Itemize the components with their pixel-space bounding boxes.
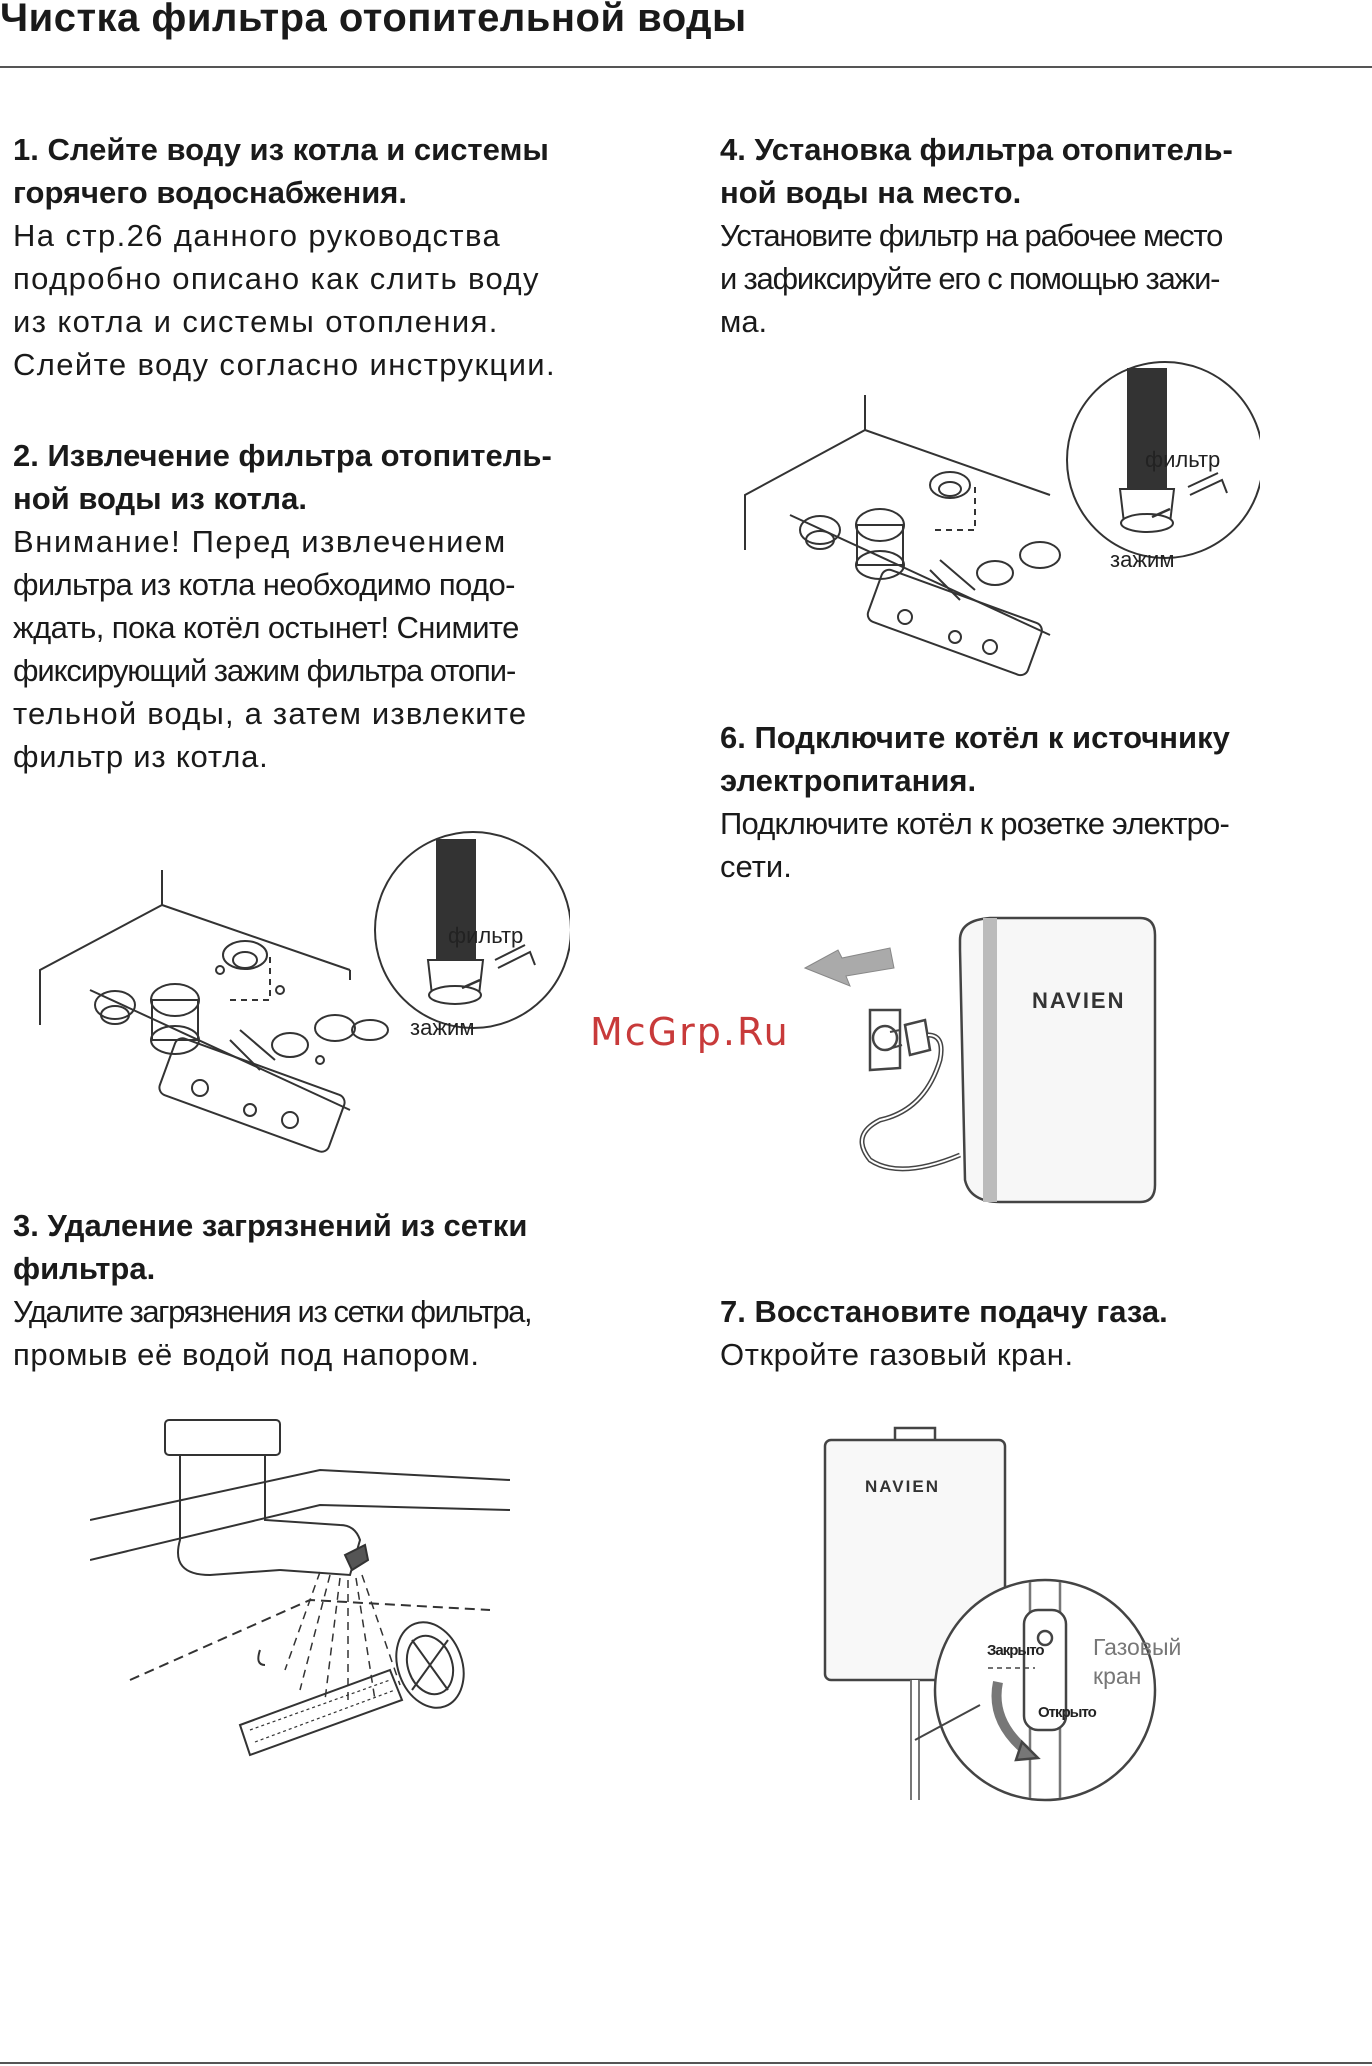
body-line: Откройте газовый кран. bbox=[720, 1337, 1074, 1372]
body-line: фильтра из котла необходимо подо- bbox=[13, 567, 515, 602]
gas-valve-illustration: NAVIEN Закрыто Открыто Газовый кран bbox=[823, 1426, 1181, 1802]
step-2-body: Внимание! Перед извлечением фильтра из к… bbox=[13, 520, 613, 778]
step-6: 6. Подключите котёл к источнику электроп… bbox=[720, 716, 1320, 888]
body-line: На стр.26 данного руководства bbox=[13, 218, 502, 253]
step-6-body: Подключите котёл к розетке электро- сети… bbox=[720, 802, 1320, 888]
heading-line: 4. Установка фильтра отопитель- bbox=[720, 132, 1233, 167]
body-line: сети. bbox=[720, 849, 792, 884]
body-line: подробно описано как слить воду bbox=[13, 261, 540, 296]
valve-closed-label: Закрыто bbox=[987, 1642, 1044, 1659]
valve-name-line-2: кран bbox=[1093, 1663, 1141, 1689]
body-line: фильтр из котла. bbox=[13, 739, 269, 774]
body-line: Подключите котёл к розетке электро- bbox=[720, 806, 1230, 841]
filter-label: фильтр bbox=[1145, 447, 1220, 472]
filter-rinsing-illustration bbox=[90, 1419, 510, 1757]
step-4-body: Установите фильтр на рабочее место и заф… bbox=[720, 214, 1320, 343]
page-title: Чистка фильтра отопительной воды bbox=[0, 0, 747, 40]
step-1: 1. Слейте воду из котла и системы горяче… bbox=[13, 128, 613, 386]
power-connection-illustration: NAVIEN bbox=[803, 916, 1157, 1204]
body-line: фиксирующий зажим фильтра отопи- bbox=[13, 653, 516, 688]
valve-name-line-1: Газовый bbox=[1093, 1634, 1181, 1660]
step-3: 3. Удаление загрязнений из сетки фильтра… bbox=[13, 1204, 613, 1376]
heading-line: горячего водоснабжения. bbox=[13, 175, 407, 210]
body-line: Внимание! Перед извлечением bbox=[13, 524, 507, 559]
heading-line: ной воды из котла. bbox=[13, 481, 307, 516]
watermark: McGrp.Ru bbox=[590, 1010, 790, 1054]
body-line: и зафиксируйте его с помощью зажи- bbox=[720, 261, 1221, 296]
body-line: тельной воды, а затем извлеките bbox=[13, 696, 528, 731]
step-7: 7. Восстановите подачу газа. Откройте га… bbox=[720, 1290, 1320, 1376]
body-line: ма. bbox=[720, 304, 768, 339]
step-7-body: Откройте газовый кран. bbox=[720, 1333, 1320, 1376]
body-line: Удалите загрязнения из сетки фильтра, bbox=[13, 1294, 533, 1329]
body-line: промыв её водой под напором. bbox=[13, 1337, 480, 1372]
step-2-heading: 2. Извлечение фильтра отопитель- ной вод… bbox=[13, 434, 613, 520]
clamp-label: зажим bbox=[1110, 547, 1174, 572]
heading-line: фильтра. bbox=[13, 1251, 156, 1286]
heading-line: 6. Подключите котёл к источнику bbox=[720, 720, 1230, 755]
step-6-heading: 6. Подключите котёл к источнику электроп… bbox=[720, 716, 1320, 802]
clamp-label: зажим bbox=[410, 1015, 474, 1040]
step-4: 4. Установка фильтра отопитель- ной воды… bbox=[720, 128, 1320, 343]
heading-line: ной воды на место. bbox=[720, 175, 1022, 210]
body-line: Слейте воду согласно инструкции. bbox=[13, 347, 557, 382]
step-7-heading: 7. Восстановите подачу газа. bbox=[720, 1290, 1320, 1333]
brand-logo: NAVIEN bbox=[1032, 988, 1126, 1013]
step-4-heading: 4. Установка фильтра отопитель- ной воды… bbox=[720, 128, 1320, 214]
bottom-divider bbox=[0, 2062, 1372, 2064]
step-1-body: На стр.26 данного руководства подробно о… bbox=[13, 214, 613, 386]
filter-removal-illustration: фильтр зажим bbox=[39, 831, 570, 1153]
step-1-heading: 1. Слейте воду из котла и системы горяче… bbox=[13, 128, 613, 214]
heading-line: 3. Удаление загрязнений из сетки bbox=[13, 1208, 528, 1243]
filter-installation-illustration: фильтр зажим bbox=[744, 361, 1260, 677]
step-3-heading: 3. Удаление загрязнений из сетки фильтра… bbox=[13, 1204, 613, 1290]
title-divider bbox=[0, 66, 1372, 68]
step-3-body: Удалите загрязнения из сетки фильтра, пр… bbox=[13, 1290, 613, 1376]
filter-label: фильтр bbox=[448, 923, 523, 948]
heading-line: 7. Восстановите подачу газа. bbox=[720, 1294, 1168, 1329]
heading-line: электропитания. bbox=[720, 763, 977, 798]
brand-logo: NAVIEN bbox=[865, 1477, 940, 1496]
body-line: из котла и системы отопления. bbox=[13, 304, 499, 339]
body-line: Установите фильтр на рабочее место bbox=[720, 218, 1223, 253]
valve-open-label: Открыто bbox=[1038, 1704, 1097, 1721]
heading-line: 2. Извлечение фильтра отопитель- bbox=[13, 438, 552, 473]
heading-line: 1. Слейте воду из котла и системы bbox=[13, 132, 549, 167]
body-line: ждать, пока котёл остынет! Снимите bbox=[13, 610, 519, 645]
step-2: 2. Извлечение фильтра отопитель- ной вод… bbox=[13, 434, 613, 778]
